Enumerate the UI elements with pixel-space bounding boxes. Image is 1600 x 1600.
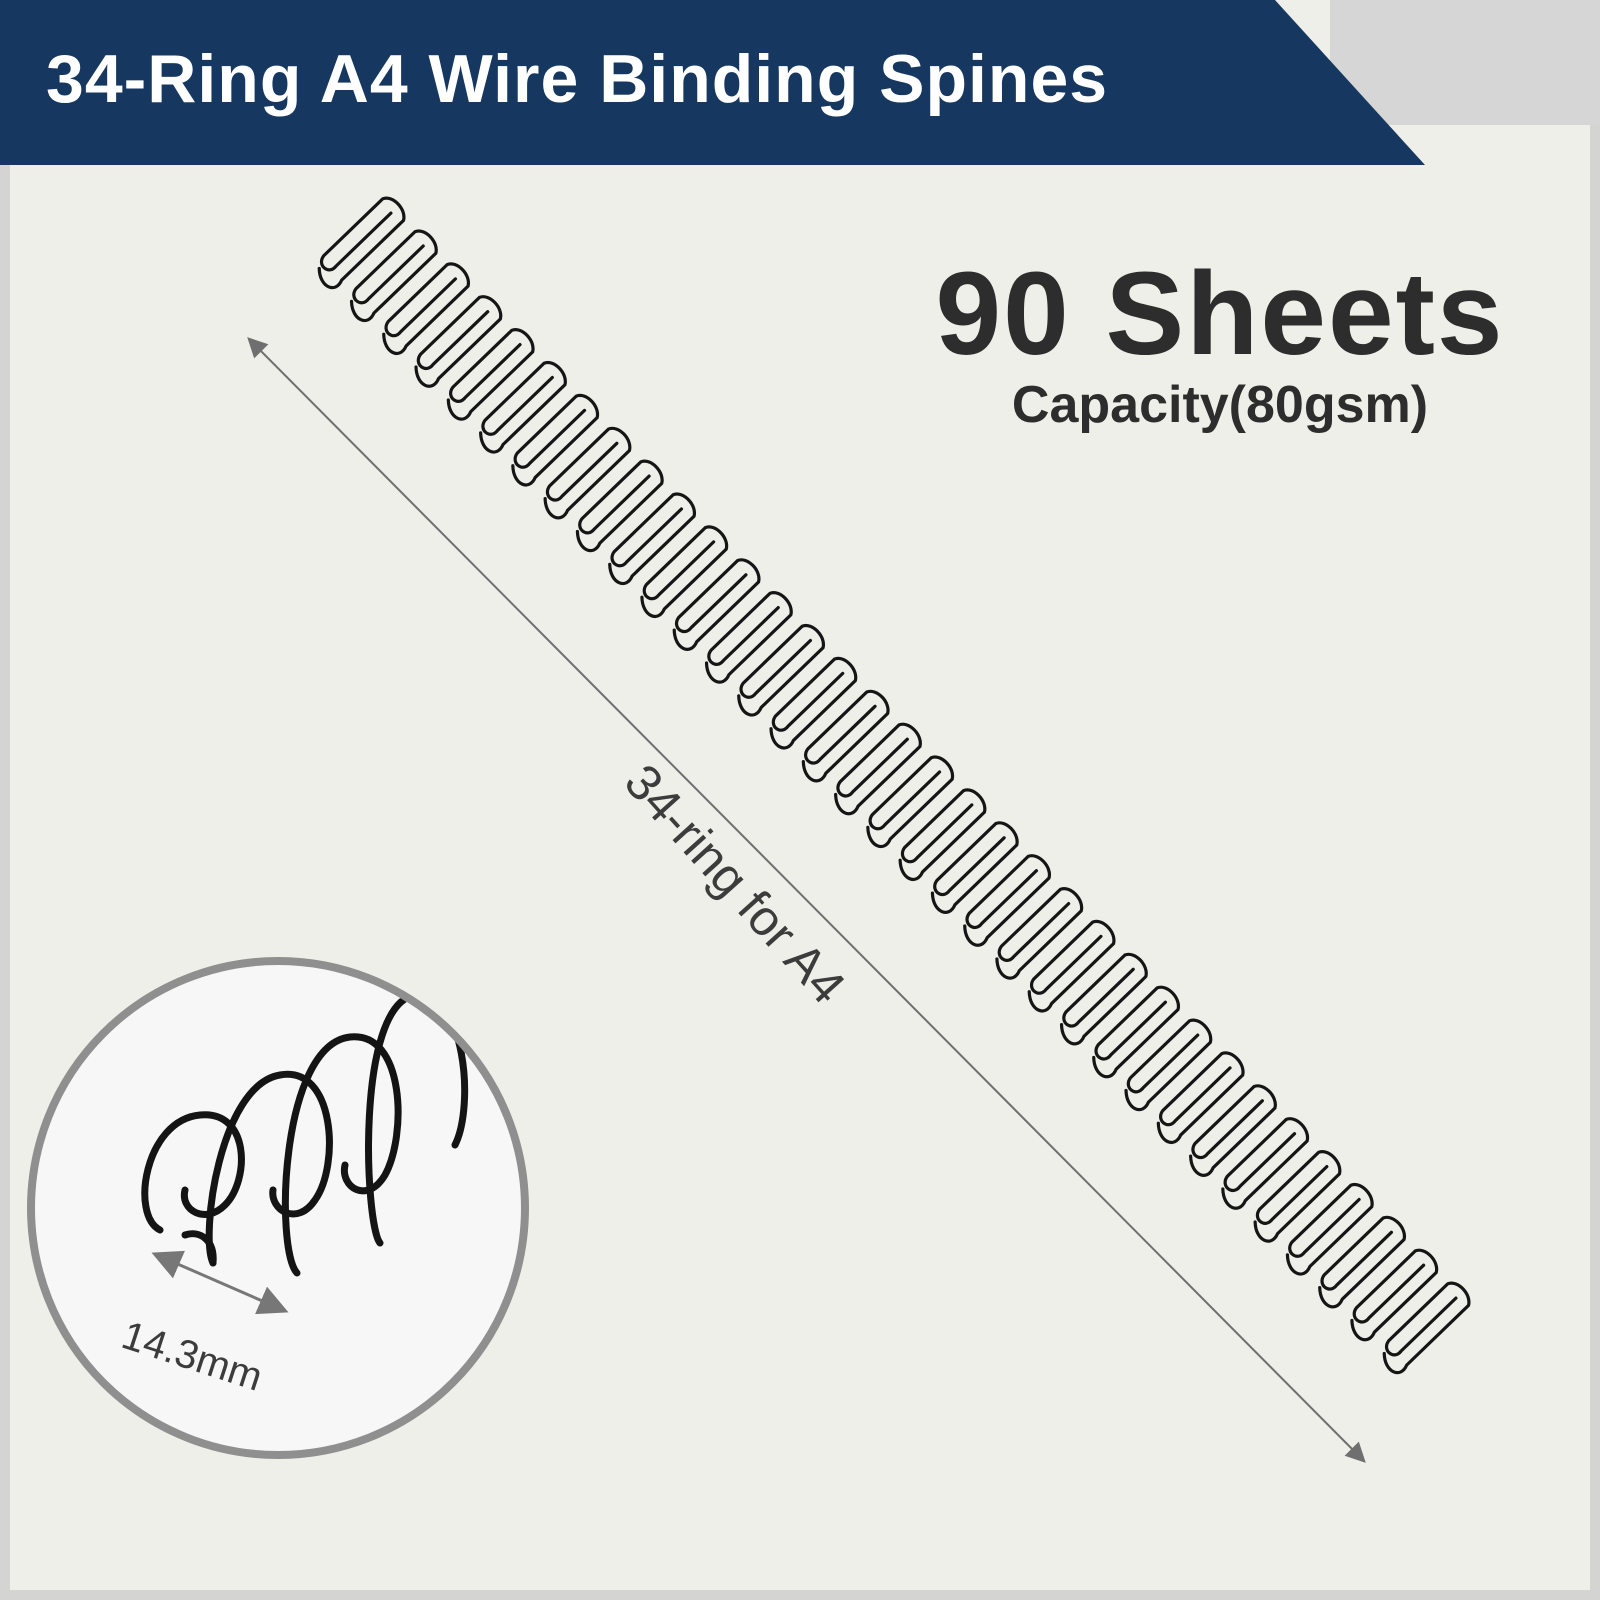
wire-ring [608, 492, 696, 586]
wire-ring [446, 328, 535, 421]
header-strip [1330, 0, 1600, 125]
wire-ring [1285, 1182, 1374, 1276]
wire-ring [898, 788, 987, 882]
wire-ring [1350, 1248, 1439, 1342]
header-banner: 34-Ring A4 Wire Binding Spines [0, 0, 1425, 165]
wire-ring [1092, 985, 1180, 1079]
wire-ring [737, 623, 825, 717]
detail-illustration [141, 965, 469, 1315]
wire-ring [1156, 1051, 1245, 1145]
width-arrow [151, 1250, 289, 1315]
wire-ring [834, 722, 922, 816]
wire-ring [801, 689, 890, 783]
wire-ring [1059, 952, 1148, 1046]
wire-ring [1221, 1117, 1310, 1210]
wire-ring [511, 393, 600, 487]
wire-ring [382, 262, 470, 356]
wire-ring [769, 656, 858, 750]
wire-ring [995, 887, 1084, 980]
wire-ring [1253, 1150, 1342, 1243]
wire-ring [1027, 919, 1116, 1013]
wire-ring [672, 558, 761, 651]
wire-ring [963, 854, 1051, 947]
wire-ring [575, 459, 664, 553]
wire-ring [1318, 1215, 1406, 1309]
wire-ring [640, 525, 729, 619]
wire-ring [866, 755, 955, 849]
wire-ring [349, 229, 438, 323]
wire-ring [704, 591, 793, 684]
wire-ring [479, 360, 567, 454]
wire-ring [317, 196, 406, 290]
wire-ring [1189, 1084, 1277, 1177]
wire-ring [543, 426, 632, 520]
wire-ring [414, 295, 503, 388]
product-title: 34-Ring A4 Wire Binding Spines [46, 41, 1109, 117]
wire-ring [1124, 1018, 1213, 1112]
wire-ring [930, 821, 1019, 914]
length-arrow [247, 337, 1366, 1463]
wire-ring [1382, 1281, 1471, 1375]
detail-zoom-circle [27, 957, 529, 1459]
wire-spine [317, 196, 1471, 1375]
wire-loop-closeup [141, 965, 469, 1277]
